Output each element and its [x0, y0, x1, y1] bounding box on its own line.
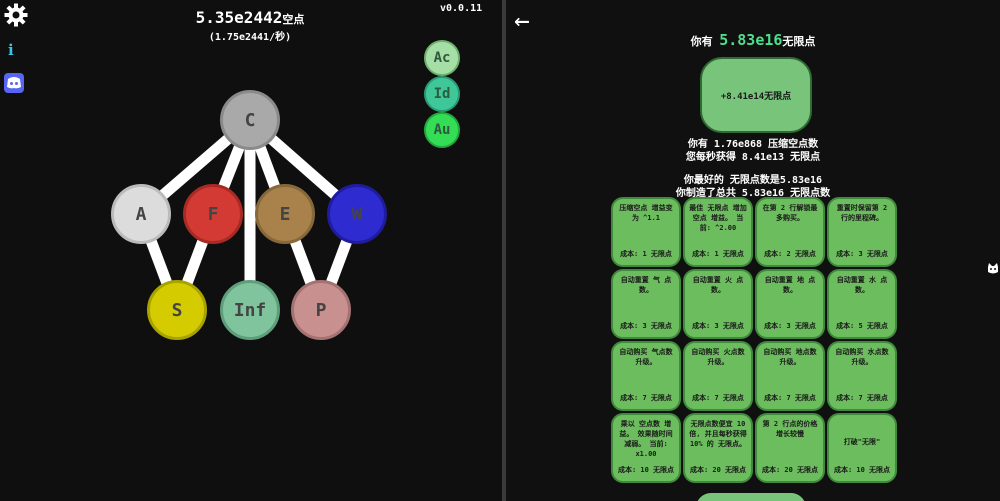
infinity-panel: ← 你有 5.83e16无限点 +8.41e14无限点 你有 1.76e868 … — [506, 0, 1000, 501]
upgrade-desc: 自动重置 地 点数。 — [764, 276, 816, 294]
upgrade-cost: 成本: 7 无限点 — [764, 394, 816, 402]
points-rate: (1.75e2441/秒) — [208, 32, 292, 43]
have-prefix: 你有 — [690, 35, 713, 48]
upgrade-cost: 成本: 7 无限点 — [692, 394, 744, 402]
gain-rate-line: 您每秒获得 8.41e13 无限点 — [685, 152, 821, 163]
upgrade-cost: 成本: 7 无限点 — [836, 394, 888, 402]
upgrade-cost: 成本: 3 无限点 — [620, 322, 672, 330]
upgrade-cost: 成本: 20 无限点 — [689, 466, 747, 474]
upgrade-desc: 自动重置 水 点数。 — [836, 276, 888, 294]
points-unit: 空点 — [282, 13, 305, 26]
upgrade-card[interactable]: 自动购买 水点数升级。成本: 7 无限点 — [827, 341, 897, 411]
upgrade-cost: 成本: 5 无限点 — [836, 322, 888, 330]
node-e[interactable]: E — [255, 184, 315, 244]
node-s[interactable]: S — [147, 280, 207, 340]
infinity-reset-button[interactable]: +8.41e14无限点 — [700, 57, 812, 133]
upgrade-desc: 自动重置 火 点数。 — [692, 276, 744, 294]
tree-connections — [135, 115, 363, 312]
have-suffix: 无限点 — [782, 35, 816, 48]
upgrade-card[interactable]: 第 2 行点的价格增长较慢成本: 20 无限点 — [755, 413, 825, 483]
infinity-points-value: 5.83e16 — [719, 31, 783, 49]
upgrade-card[interactable]: 打破"无限" 成本: 10 无限点 — [827, 413, 897, 483]
panel-divider[interactable] — [502, 0, 506, 501]
upgrade-card[interactable]: 重置时保留第 2 行的里程碑。成本: 3 无限点 — [827, 197, 897, 267]
upgrade-desc: 自动购买 火点数升级。 — [691, 348, 745, 366]
upgrade-card[interactable]: 最佳 无限点 增加 空点 增益。 当前: ^2.00 成本: 1 无限点 — [683, 197, 753, 267]
node-a[interactable]: A — [111, 184, 171, 244]
upgrade-desc: 自动购买 水点数升级。 — [835, 348, 889, 366]
upgrade-desc: 自动重置 气 点数。 — [620, 276, 672, 294]
points-display: 5.35e2442空点 — [160, 8, 340, 27]
tab-au[interactable]: Au — [424, 112, 460, 148]
upgrade-cost: 成本: 3 无限点 — [764, 322, 816, 330]
upgrade-cost: 成本: 2 无限点 — [764, 250, 816, 258]
node-p[interactable]: P — [291, 280, 351, 340]
upgrade-card[interactable]: 自动重置 地 点数。成本: 3 无限点 — [755, 269, 825, 339]
upgrade-desc: 第 2 行点的价格增长较慢 — [762, 420, 818, 438]
upgrade-desc: 自动购买 气点数升级。 — [619, 348, 673, 366]
upgrade-card[interactable]: 压缩空点 增益变为 ^1.1 成本: 1 无限点 — [611, 197, 681, 267]
upgrade-desc: 打破"无限" — [843, 438, 881, 446]
upgrade-desc: 自动购买 地点数升级。 — [763, 348, 817, 366]
partial-button[interactable] — [696, 493, 806, 501]
tab-id[interactable]: Id — [424, 76, 460, 112]
infinity-points-header: 你有 5.83e16无限点 — [506, 31, 1000, 49]
upgrade-desc: 最佳 无限点 增加 空点 增益。 当前: ^2.00 — [689, 204, 747, 232]
upgrade-desc: 无限点数便宜 10 倍, 并且每秒获得 10% 的 无限点。 — [689, 420, 747, 448]
tree-panel: i 5.35e2442空点 (1.75e2441/秒) v0.0.11 C A … — [4, 3, 483, 340]
upgrade-cost: 成本: 10 无限点 — [617, 466, 675, 474]
upgrade-cost: 成本: 7 无限点 — [620, 394, 672, 402]
upgrade-desc: 压缩空点 增益变为 ^1.1 — [619, 204, 673, 222]
upgrade-card[interactable]: 自动购买 气点数升级。成本: 7 无限点 — [611, 341, 681, 411]
arrow-left-icon[interactable]: ← — [514, 6, 530, 36]
upgrade-cost: 成本: 3 无限点 — [836, 250, 888, 258]
upgrade-card[interactable]: 自动重置 气 点数。成本: 3 无限点 — [611, 269, 681, 339]
node-c[interactable]: C — [220, 90, 280, 150]
upgrade-desc: 重置时保留第 2 行的里程碑。 — [836, 204, 888, 222]
upgrade-cost: 成本: 1 无限点 — [692, 250, 744, 258]
upgrade-cost: 成本: 1 无限点 — [620, 250, 672, 258]
upgrade-cost: 成本: 20 无限点 — [761, 466, 819, 474]
points-value: 5.35e2442 — [195, 8, 283, 27]
upgrade-cost: 成本: 10 无限点 — [833, 466, 891, 474]
reset-button-label: +8.41e14无限点 — [720, 91, 792, 102]
upgrade-desc: 在第 2 行解锁最多购买。 — [762, 204, 818, 222]
node-inf[interactable]: Inf — [220, 280, 280, 340]
best-infinity-line: 你最好的 无限点数是5.83e16 — [683, 175, 823, 186]
cat-icon[interactable] — [986, 261, 1000, 275]
upgrade-cost: 成本: 3 无限点 — [692, 322, 744, 330]
upgrade-card[interactable]: 自动购买 地点数升级。成本: 7 无限点 — [755, 341, 825, 411]
total-infinity-line: 你制造了总共 5.83e16 无限点数 — [675, 188, 831, 199]
compressed-points-line: 你有 1.76e868 压缩空点数 — [687, 139, 819, 150]
tab-ac[interactable]: Ac — [424, 40, 460, 76]
info-icon[interactable]: i — [8, 41, 14, 59]
discord-icon[interactable] — [4, 73, 24, 93]
node-f[interactable]: F — [183, 184, 243, 244]
upgrade-card[interactable]: 无限点数便宜 10 倍, 并且每秒获得 10% 的 无限点。成本: 20 无限点 — [683, 413, 753, 483]
upgrade-card[interactable]: 自动购买 火点数升级。成本: 7 无限点 — [683, 341, 753, 411]
upgrade-card[interactable]: 自动重置 火 点数。成本: 3 无限点 — [683, 269, 753, 339]
upgrade-card[interactable]: 在第 2 行解锁最多购买。成本: 2 无限点 — [755, 197, 825, 267]
upgrade-desc: 乘以 空点数 增益。 效果随时间减弱。 当前: x1.00 — [619, 420, 673, 458]
upgrade-card[interactable]: 乘以 空点数 增益。 效果随时间减弱。 当前: x1.00 成本: 10 无限点 — [611, 413, 681, 483]
node-w[interactable]: W — [327, 184, 387, 244]
gear-icon[interactable] — [4, 3, 28, 27]
upgrade-card[interactable]: 自动重置 水 点数。成本: 5 无限点 — [827, 269, 897, 339]
version-label: v0.0.11 — [440, 3, 483, 14]
